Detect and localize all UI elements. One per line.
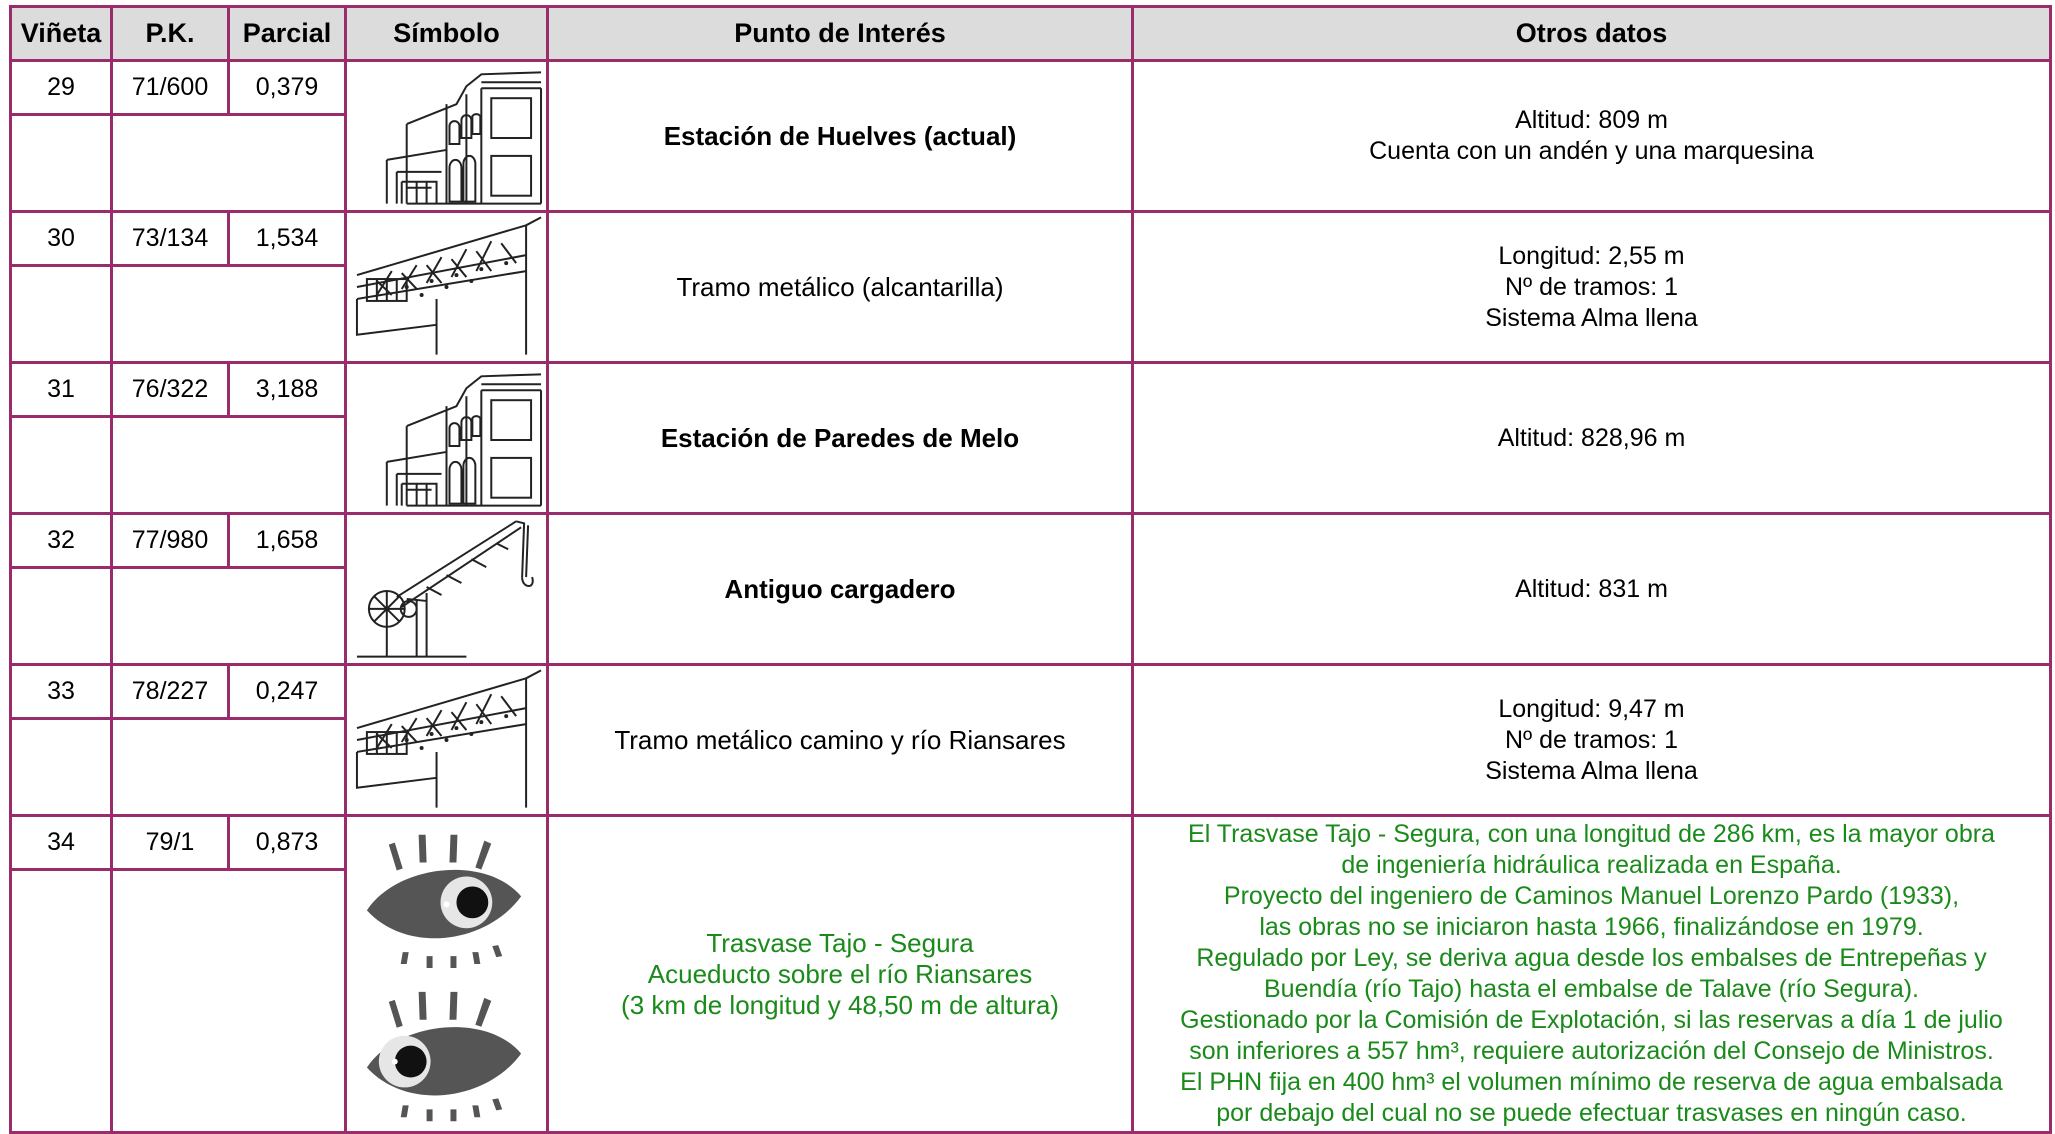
vineta-cell: 31: [9, 361, 113, 418]
poi-line: (3 km de longitud y 48,50 m de altura): [621, 989, 1059, 1020]
other-data-line: Gestionado por la Comisión de Explotació…: [1180, 1006, 2003, 1034]
other-data-line: Proyecto del ingeniero de Caminos Manuel…: [1223, 882, 1960, 910]
other-data-cell: Longitud: 9,47 m Nº de tramos: 1 Sistema…: [1131, 663, 2052, 817]
header-otros: Otros datos: [1131, 5, 2052, 62]
poi-line: Tramo metálico (alcantarilla): [676, 271, 1004, 302]
blank-cell: [9, 717, 113, 817]
parcial-cell: 1,534: [227, 210, 347, 267]
table-row: 34 79/1 0,873: [9, 814, 2052, 1134]
pk-cell: 79/1: [110, 814, 230, 871]
other-data-line: de ingeniería hidráulica realizada en Es…: [1341, 851, 1842, 879]
other-data-line: Cuenta con un andén y una marquesina: [1369, 137, 1814, 165]
poi-line: Antiguo cargadero: [724, 573, 956, 604]
poi-cell: Estación de Paredes de Melo: [546, 361, 1134, 515]
blank-cell: [111, 415, 347, 515]
vineta-cell: 33: [9, 663, 113, 720]
blank-cell: [111, 868, 347, 1134]
station-icon: [385, 372, 543, 507]
eyes-icon: [366, 834, 522, 1122]
blank-cell: [111, 717, 347, 817]
other-data-cell: Longitud: 2,55 m Nº de tramos: 1 Sistema…: [1131, 210, 2052, 364]
table-row: 32 77/980 1,658: [9, 512, 2052, 666]
table-row: 30 73/134 1,534: [9, 210, 2052, 364]
other-data-line: Altitud: 831 m: [1515, 574, 1668, 603]
other-data-line: Altitud: 828,96 m: [1497, 423, 1686, 452]
blank-cell: [9, 113, 113, 213]
pk-cell: 73/134: [110, 210, 230, 267]
symbol-cell: [344, 663, 549, 817]
vineta-cell: 32: [9, 512, 113, 569]
blank-cell: [111, 264, 347, 364]
header-vineta: Viñeta: [9, 5, 113, 62]
other-data-line: Nº de tramos: 1: [1504, 725, 1679, 754]
vineta-cell: 30: [9, 210, 113, 267]
vineta-cell: 34: [9, 814, 113, 871]
table-row: 33 78/227 0,247: [9, 663, 2052, 817]
other-data-cell: El Trasvase Tajo - Segura, con una longi…: [1131, 814, 2052, 1134]
parcial-cell: 3,188: [227, 361, 347, 418]
parcial-cell: 1,658: [227, 512, 347, 569]
other-data-line: Regulado por Ley, se deriva agua desde l…: [1196, 944, 1987, 972]
parcial-cell: 0,247: [227, 663, 347, 720]
blank-cell: [9, 264, 113, 364]
poi-cell: Trasvase Tajo - Segura Acueducto sobre e…: [546, 814, 1134, 1134]
other-data-cell: Altitud: 809 m Cuenta con un andén y una…: [1131, 59, 2052, 213]
header-parcial: Parcial: [227, 5, 347, 62]
pk-cell: 78/227: [110, 663, 230, 720]
poi-line: Tramo metálico camino y río Riansares: [614, 724, 1066, 755]
other-data-line: son inferiores a 557 hm³, requiere autor…: [1189, 1037, 1994, 1065]
other-data-line: las obras no se iniciaron hasta 1966, fi…: [1259, 913, 1924, 941]
vineta-cell: 29: [9, 59, 113, 116]
symbol-cell: [344, 361, 549, 515]
blank-cell: [9, 868, 113, 1134]
symbol-cell: [344, 59, 549, 213]
blank-cell: [9, 566, 113, 666]
other-data-line: por debajo del cual no se puede efectuar…: [1216, 1099, 1967, 1127]
blank-cell: [111, 566, 347, 666]
other-data-cell: Altitud: 831 m: [1131, 512, 2052, 666]
other-data-cell: Altitud: 828,96 m: [1131, 361, 2052, 515]
poi-cell: Tramo metálico (alcantarilla): [546, 210, 1134, 364]
other-data-line: Buendía (río Tajo) hasta el embalse de T…: [1263, 975, 1919, 1003]
table-row: 29 71/600 0,379: [9, 59, 2052, 213]
other-data-line: Sistema Alma llena: [1485, 303, 1698, 332]
other-data-line: Altitud: 809 m: [1515, 106, 1668, 134]
metal-bridge-icon: [355, 215, 542, 355]
poi-line: Trasvase Tajo - Segura: [706, 927, 974, 958]
header-pk: P.K.: [110, 5, 230, 62]
poi-cell: Antiguo cargadero: [546, 512, 1134, 666]
other-data-line: Nº de tramos: 1: [1504, 272, 1679, 301]
route-table: Viñeta P.K. Parcial Símbolo Punto de Int…: [9, 5, 2052, 1134]
poi-cell: Estación de Huelves (actual): [546, 59, 1134, 213]
pk-cell: 76/322: [110, 361, 230, 418]
blank-cell: [9, 415, 113, 515]
other-data-line: Longitud: 2,55 m: [1498, 241, 1685, 270]
poi-line: Estación de Paredes de Melo: [660, 422, 1020, 453]
header-row: Viñeta P.K. Parcial Símbolo Punto de Int…: [9, 5, 2052, 62]
symbol-cell: [344, 210, 549, 364]
header-punto: Punto de Interés: [546, 5, 1134, 62]
poi-line: Acueducto sobre el río Riansares: [647, 958, 1033, 989]
station-icon: [385, 70, 543, 205]
blank-cell: [111, 113, 347, 213]
poi-line: Estación de Huelves (actual): [663, 120, 1017, 151]
header-simbolo: Símbolo: [344, 5, 549, 62]
poi-cell: Tramo metálico camino y río Riansares: [546, 663, 1134, 817]
other-data-line: El Trasvase Tajo - Segura, con una longi…: [1188, 820, 1995, 848]
crane-icon: [356, 519, 534, 658]
other-data-line: Sistema Alma llena: [1485, 756, 1698, 785]
other-data-line: Longitud: 9,47 m: [1498, 694, 1685, 723]
pk-cell: 71/600: [110, 59, 230, 116]
table-row: 31 76/322 3,188: [9, 361, 2052, 515]
parcial-cell: 0,873: [227, 814, 347, 871]
pk-cell: 77/980: [110, 512, 230, 569]
metal-bridge-icon: [355, 668, 542, 808]
other-data-line: El PHN fija en 400 hm³ el volumen mínimo…: [1180, 1068, 2003, 1096]
symbol-cell: [344, 814, 549, 1134]
parcial-cell: 0,379: [227, 59, 347, 116]
symbol-cell: [344, 512, 549, 666]
